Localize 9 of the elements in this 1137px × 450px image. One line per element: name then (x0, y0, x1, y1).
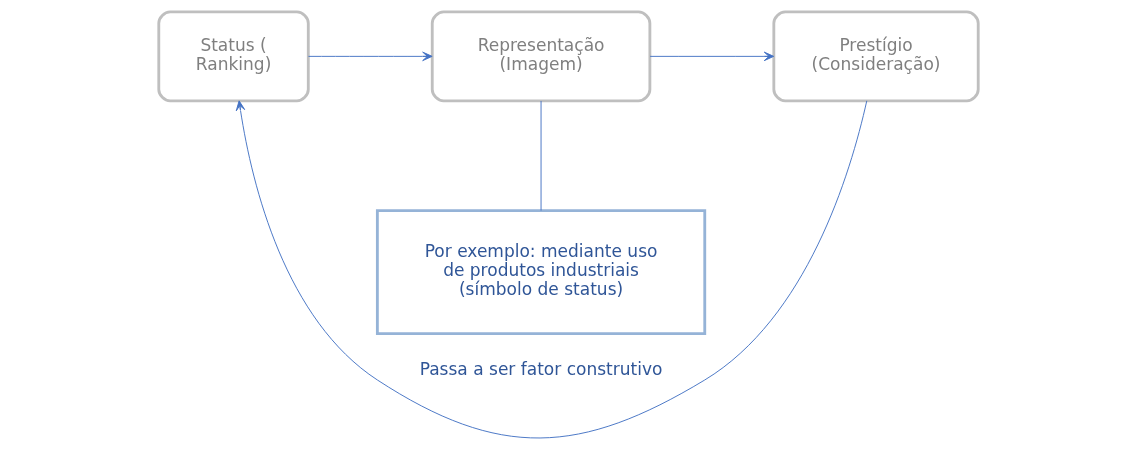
arrow (235, 100, 868, 439)
node-box: Status (Ranking) (157, 10, 310, 103)
edge-label: Passa a ser fator construtivo (419, 358, 663, 379)
node-box: Representação (Imagem) (430, 10, 652, 103)
arrow (308, 51, 433, 62)
node-box: Por exemplo: mediante uso de produtos industriais (símbolo de status) (375, 209, 707, 336)
arrow (649, 51, 775, 62)
node-box: Prestígio (Consideração) (772, 10, 980, 103)
connector (540, 100, 542, 212)
